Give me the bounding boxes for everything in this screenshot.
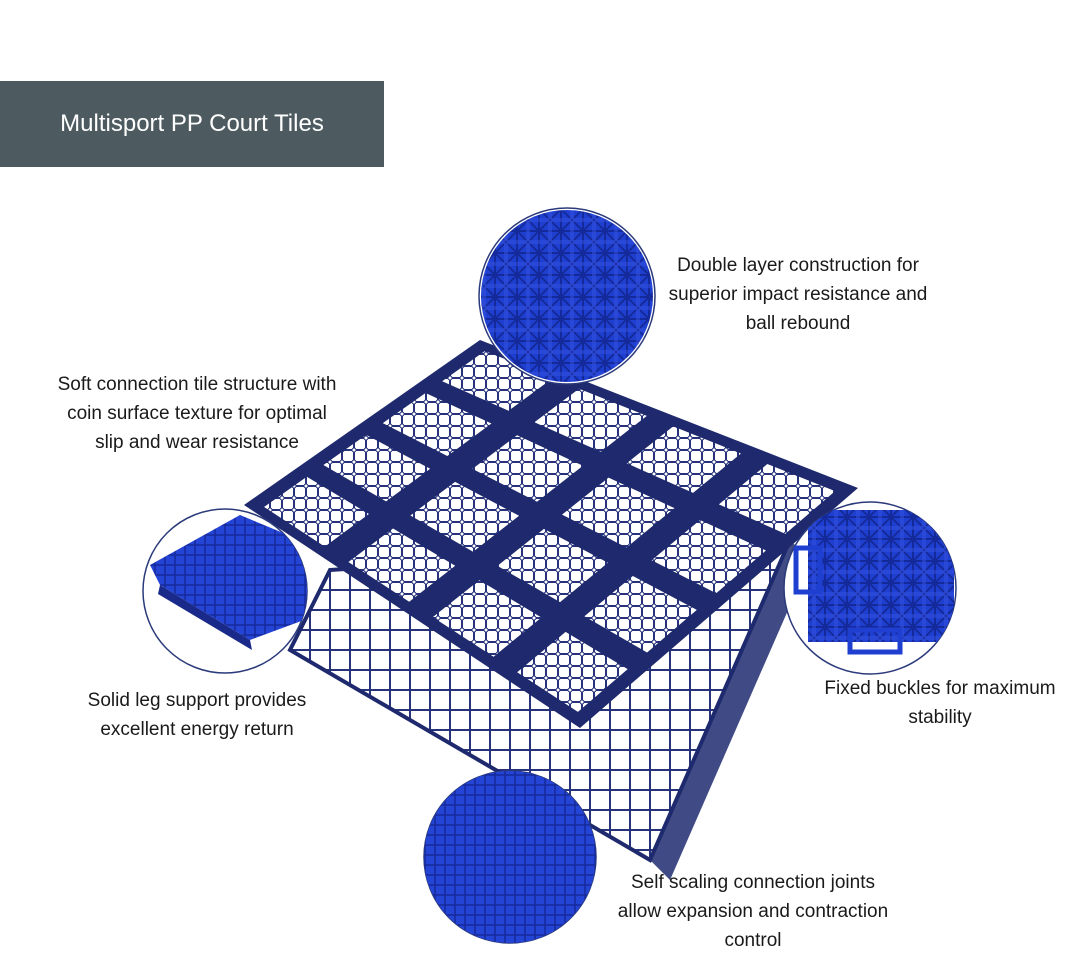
- tile-panel: [584, 575, 697, 653]
- detail-circle-right: [783, 501, 957, 675]
- upper-tile-layer: [244, 340, 858, 728]
- tile-panel: [410, 481, 520, 552]
- tile-panel: [718, 464, 836, 534]
- caption-soft-connection: Soft connection tile structure with coin…: [57, 374, 337, 453]
- detail-circle-bottom: [423, 770, 597, 944]
- title-banner: Multisport PP Court Tiles: [0, 81, 384, 167]
- detail-circle-top: [478, 207, 656, 385]
- tile-panel: [472, 435, 583, 502]
- page-title: Multisport PP Court Tiles: [60, 110, 324, 137]
- tile-panel: [348, 528, 456, 602]
- tile-panel: [323, 434, 431, 502]
- tile-panel: [264, 476, 369, 547]
- tile-panel: [382, 392, 492, 457]
- tile-panel: [562, 477, 675, 548]
- tile-panel: [626, 426, 741, 493]
- caption-fixed-buckles: Fixed buckles for maximum stability: [824, 678, 1056, 728]
- detail-circle-left: [142, 508, 308, 674]
- caption-leg-support: Solid leg support provides excellent ene…: [87, 690, 307, 740]
- tile-panel: [442, 351, 553, 411]
- tile-panel: [651, 519, 766, 594]
- tile-panel: [534, 388, 647, 452]
- caption-double-layer: Double layer construction for superior i…: [668, 255, 928, 334]
- caption-connection-joints: Self scaling connection joints allow exp…: [617, 872, 889, 951]
- tile-panel: [517, 631, 628, 712]
- tile-panel: [497, 528, 608, 603]
- tile-panel: [432, 580, 542, 657]
